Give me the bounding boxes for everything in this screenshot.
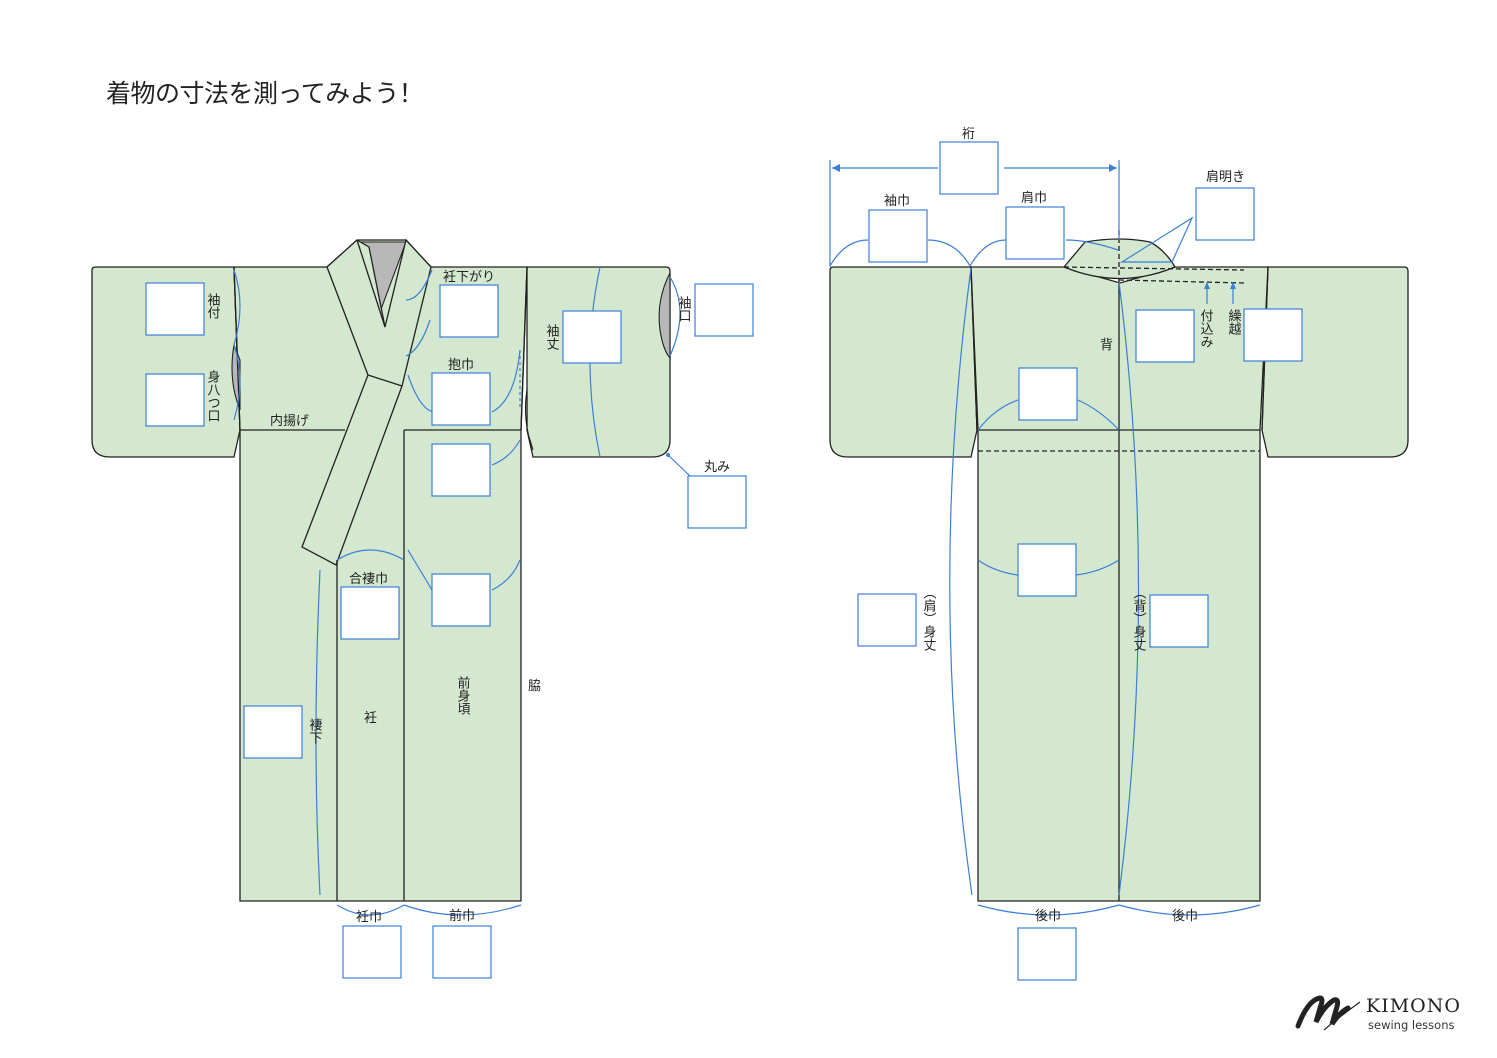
page-title: 着物の寸法を測ってみよう！ xyxy=(106,79,424,108)
label-okumisagari: 衽下がり xyxy=(443,270,495,285)
box-okumihaba[interactable] xyxy=(342,925,402,979)
box-ushirohaba-mid[interactable] xyxy=(1017,543,1077,597)
box-maehaba-mid[interactable] xyxy=(431,573,491,627)
entry-boxes xyxy=(145,141,1303,981)
box-ushirohaba-upper[interactable] xyxy=(1018,367,1078,421)
box-kurikoshi[interactable] xyxy=(1243,308,1303,362)
label-sodetsuke: 袖付 xyxy=(205,293,221,319)
logo-subtitle: sewing lessons xyxy=(1368,1018,1455,1032)
label-katahaba: 肩巾 xyxy=(1021,190,1047,206)
label-maehaba: 前巾 xyxy=(449,908,475,924)
box-sodehaba[interactable] xyxy=(868,209,928,263)
kimono-logo-icon xyxy=(1295,995,1361,1031)
label-ushirohaba-left: 後巾 xyxy=(1035,909,1061,924)
label-marumi: 丸み xyxy=(704,460,730,475)
box-katamitake[interactable] xyxy=(857,593,917,647)
label-dakihaba: 抱巾 xyxy=(448,357,474,373)
logo-name: KIMONO xyxy=(1366,995,1461,1017)
front-sleeve-cuff-lining xyxy=(658,272,671,360)
label-sodehaba: 袖巾 xyxy=(884,194,910,209)
label-semitake: （背）身丈 xyxy=(1131,586,1147,651)
front-collar-band xyxy=(301,238,432,566)
back-right-sleeve xyxy=(1261,266,1409,458)
box-katamaki[interactable] xyxy=(1195,187,1255,241)
box-okumisagari[interactable] xyxy=(439,284,499,338)
label-aiduma: 合褄巾 xyxy=(349,572,388,587)
box-katahaba[interactable] xyxy=(1005,206,1065,260)
label-okumihaba: 衽巾 xyxy=(356,910,382,925)
box-aiduma[interactable] xyxy=(340,586,400,640)
box-sodetsuke[interactable] xyxy=(145,282,205,336)
label-tsukekomi: 付込み xyxy=(1198,309,1214,348)
label-yuki: 裄 xyxy=(962,127,975,142)
label-maemigoro: 前身頃 xyxy=(455,675,471,715)
box-miyatsukuchi[interactable] xyxy=(145,373,205,427)
back-left-sleeve xyxy=(829,266,978,458)
label-ushirohaba-right: 後巾 xyxy=(1172,909,1198,924)
box-tsumashita[interactable] xyxy=(243,705,303,759)
box-ushirohaba[interactable] xyxy=(1017,927,1077,981)
back-view xyxy=(829,160,1409,916)
label-tsumashita: 褄下 xyxy=(307,718,323,744)
box-maehaba-upper[interactable] xyxy=(431,443,491,497)
label-katamitake: （肩）身丈 xyxy=(921,586,937,651)
label-uchiage: 内揚げ xyxy=(270,413,309,429)
label-sodetake: 袖丈 xyxy=(544,324,560,350)
front-labels: 袖付 身八つ口 内揚げ 衽下がり 抱巾 袖丈 袖口 丸み 合褄巾 衽 前身頃 脇… xyxy=(205,270,731,925)
box-yuki[interactable] xyxy=(939,141,999,195)
front-armpit-right xyxy=(524,389,534,451)
label-sodeguchi: 袖口 xyxy=(676,296,692,322)
box-sodeguchi[interactable] xyxy=(694,283,754,337)
label-kurikoshi: 繰越 xyxy=(1226,309,1242,336)
box-tsukekomi[interactable] xyxy=(1135,309,1195,363)
box-marumi[interactable] xyxy=(687,475,747,529)
box-maehaba[interactable] xyxy=(432,925,492,979)
label-se: 背 xyxy=(1100,338,1113,353)
label-okumi: 衽 xyxy=(364,711,377,726)
label-miyatsukuchi: 身八つ口 xyxy=(205,369,221,422)
back-labels: 裄 袖巾 肩巾 肩明き 背 付込み 繰越 （肩）身丈 （背）身丈 後巾 後巾 xyxy=(884,127,1245,924)
box-semitake[interactable] xyxy=(1149,594,1209,648)
box-dakihaba[interactable] xyxy=(431,372,491,426)
label-waki: 脇 xyxy=(528,679,541,694)
box-sodetake[interactable] xyxy=(562,310,622,364)
label-katamaki: 肩明き xyxy=(1206,169,1245,185)
